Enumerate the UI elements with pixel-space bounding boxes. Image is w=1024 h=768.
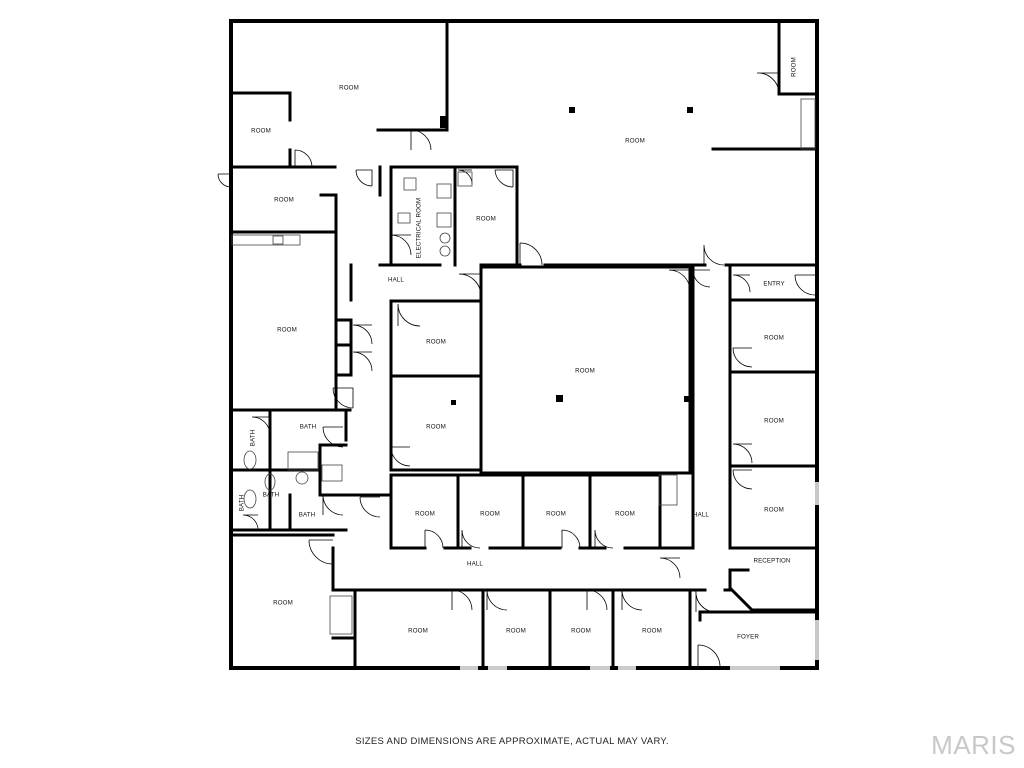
room-label: ROOM xyxy=(408,628,428,635)
disclaimer-text: SIZES AND DIMENSIONS ARE APPROXIMATE, AC… xyxy=(355,736,669,747)
room-label: ROOM xyxy=(339,85,359,92)
room-label: ROOM xyxy=(415,511,435,518)
room-label: ROOM xyxy=(426,424,446,431)
bath-label: BATH xyxy=(263,492,279,499)
room-label: ROOM xyxy=(764,507,784,514)
room-label: ROOM xyxy=(273,600,293,607)
room-label: ROOM xyxy=(764,418,784,425)
room-label: ROOM xyxy=(251,128,271,135)
bath-label: BATH xyxy=(299,512,315,519)
room-label: ROOM xyxy=(506,628,526,635)
room-label: ROOM xyxy=(764,335,784,342)
room-label: ROOM xyxy=(277,327,297,334)
brand-watermark: MARIS xyxy=(931,730,1016,760)
hall-label: HALL xyxy=(388,277,404,284)
fixtures xyxy=(231,98,816,635)
electrical-room-label: ELECTRICAL ROOM xyxy=(416,198,423,258)
room-label: ROOM xyxy=(476,216,496,223)
room-label: ROOM xyxy=(426,339,446,346)
floor-plan: ROOM ROOM ROOM ROOM ROOM ELECTRICAL ROOM… xyxy=(217,19,819,670)
columns xyxy=(451,107,693,405)
door-swings xyxy=(217,72,816,669)
hall-label: HALL xyxy=(693,512,709,519)
bath-label: BATH xyxy=(300,424,316,431)
room-label: ROOM xyxy=(571,628,591,635)
room-label: ROOM xyxy=(615,511,635,518)
room-label: ROOM xyxy=(274,197,294,204)
foyer-label: FOYER xyxy=(737,634,759,641)
entry-label: ENTRY xyxy=(763,281,784,288)
room-label: ROOM xyxy=(546,511,566,518)
reception-label: RECEPTION xyxy=(754,558,791,565)
room-label: ROOM xyxy=(642,628,662,635)
room-labels: ROOM ROOM ROOM ROOM ROOM ELECTRICAL ROOM… xyxy=(239,57,798,640)
windows xyxy=(460,482,819,670)
room-label: ROOM xyxy=(480,511,500,518)
room-label: ROOM xyxy=(791,57,798,77)
bath-label: BATH xyxy=(250,430,257,446)
room-label: ROOM xyxy=(625,138,645,145)
walls xyxy=(229,19,819,670)
window-lines xyxy=(460,482,819,670)
bath-label: BATH xyxy=(239,495,246,511)
hall-label: HALL xyxy=(467,561,483,568)
room-label: ROOM xyxy=(575,368,595,375)
